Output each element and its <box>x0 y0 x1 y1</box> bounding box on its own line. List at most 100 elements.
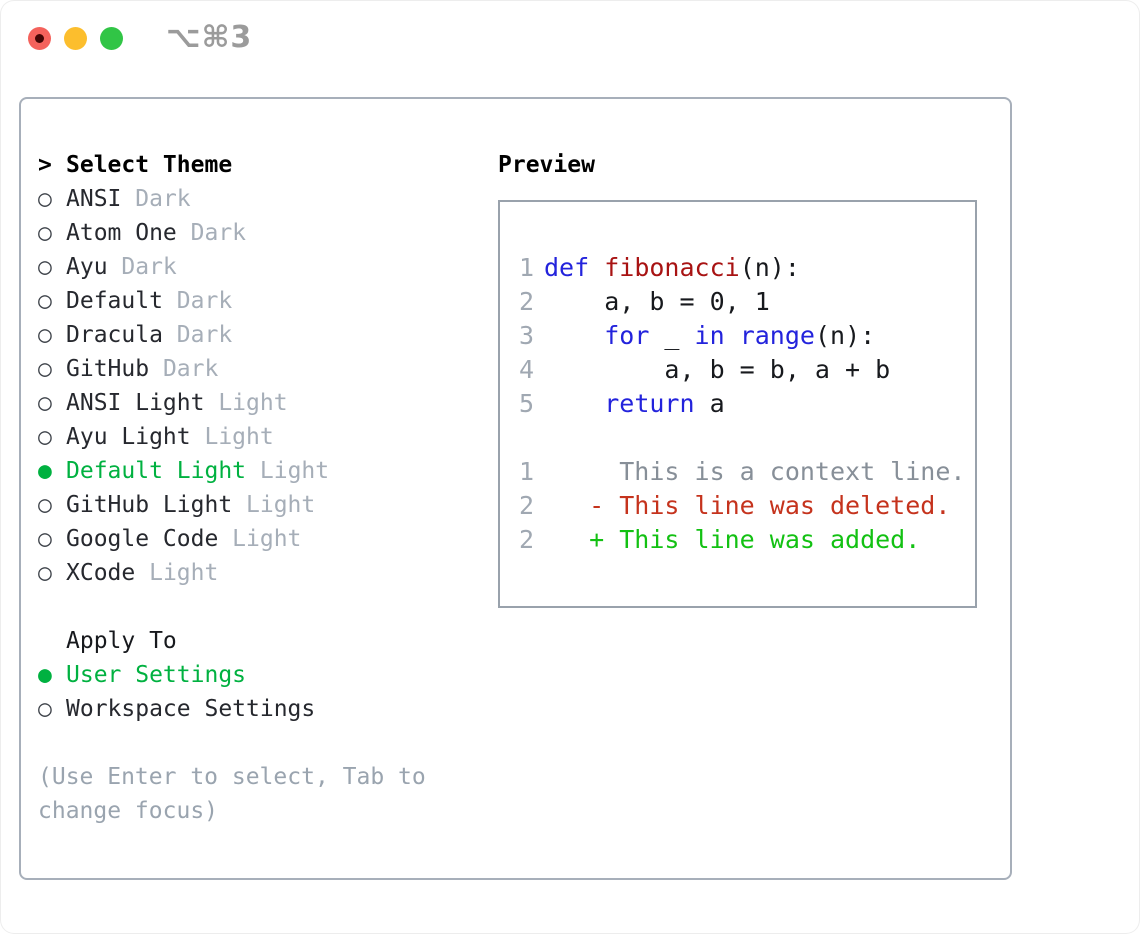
select-theme-heading: Select Theme <box>66 152 233 178</box>
theme-option-ansi-light[interactable]: ○ ANSI Light Light <box>38 386 493 420</box>
minimize-button[interactable] <box>64 27 87 50</box>
theme-name: Ayu Light <box>66 424 205 450</box>
line-number: 5 <box>519 388 535 418</box>
window-titlebar: ⌥⌘3 <box>0 0 1140 76</box>
radio-icon: ○ <box>38 220 52 246</box>
theme-option-default-light[interactable]: ● Default Light Light <box>38 454 493 488</box>
preview-line: 3 for _ in range(n): <box>519 318 975 352</box>
code-segment-del: - This line was deleted. <box>544 490 951 520</box>
theme-variant: Light <box>204 424 274 450</box>
theme-name: Dracula <box>66 322 177 348</box>
radio-icon: ○ <box>38 322 52 348</box>
code-segment-p: (n): <box>739 252 800 282</box>
preview-line: 2 + This line was added. <box>519 522 975 556</box>
theme-option-ayu[interactable]: ○ Ayu Dark <box>38 250 493 284</box>
radio-icon: ○ <box>38 254 52 280</box>
apply-option-workspace-settings[interactable]: ○ Workspace Settings <box>38 692 493 726</box>
radio-icon: ○ <box>38 186 52 212</box>
theme-variant: Light <box>232 526 302 552</box>
line-number: 3 <box>519 320 535 350</box>
theme-option-label: XCode Light <box>66 560 218 586</box>
theme-option-default[interactable]: ○Default Dark <box>38 284 493 318</box>
zoom-button[interactable] <box>100 27 123 50</box>
code-segment-ctx: This is a context line. <box>544 456 966 486</box>
preview-line <box>519 420 975 454</box>
code-segment-kw: in <box>694 320 725 350</box>
theme-option-dracula[interactable]: ○ Dracula Dark <box>38 318 493 352</box>
radio-icon: ○ <box>38 356 52 382</box>
close-dot-icon <box>35 34 44 43</box>
selected-radio-icon: ● <box>38 458 52 484</box>
theme-option-label: ANSI Light Light <box>66 390 288 416</box>
preview-line: 2 a, b = 0, 1 <box>519 284 975 318</box>
theme-name: Default Light <box>66 458 260 484</box>
theme-option-ayu-light[interactable]: ○ Ayu Light Light <box>38 420 493 454</box>
theme-variant: Dark <box>135 186 191 212</box>
theme-option-label: GitHub Light Light <box>66 492 315 518</box>
theme-option-google-code[interactable]: ○ Google Code Light <box>38 522 493 556</box>
spacer <box>38 726 493 760</box>
theme-variant: Light <box>218 390 288 416</box>
code-segment-p: (n): <box>814 320 876 350</box>
theme-option-label: Ayu Dark <box>66 254 177 280</box>
theme-option-label: Atom One Dark <box>66 220 246 246</box>
theme-name: Atom One <box>66 220 191 246</box>
apply-option-label: Workspace Settings <box>66 696 316 722</box>
code-segment-fn: fibonacci <box>604 252 740 282</box>
theme-selector-panel: > Select Theme ○ANSI Dark○Atom One Dark○… <box>19 97 1012 880</box>
theme-option-ansi[interactable]: ○ANSI Dark <box>38 182 493 216</box>
line-number: 2 <box>519 524 535 554</box>
apply-to-heading-row: Apply To <box>38 624 493 658</box>
preview-line: 4 a, b = b, a + b <box>519 352 975 386</box>
line-number: 4 <box>519 354 535 384</box>
select-theme-heading-row: > Select Theme <box>38 148 493 182</box>
spacer <box>38 590 493 624</box>
theme-option-atom-one[interactable]: ○ Atom One Dark <box>38 216 493 250</box>
radio-icon: ○ <box>38 560 52 586</box>
theme-variant: Dark <box>190 220 247 246</box>
theme-variant: Light <box>246 492 316 518</box>
theme-option-github[interactable]: ○GitHub Dark <box>38 352 493 386</box>
radio-icon: ○ <box>38 526 52 552</box>
code-segment-p <box>725 321 740 350</box>
hint-line-1: (Use Enter to select, Tab to <box>38 764 426 790</box>
radio-icon: ○ <box>38 696 52 722</box>
radio-icon: ○ <box>38 390 52 416</box>
focus-prompt-icon: > <box>38 152 52 178</box>
code-segment-p <box>544 389 604 418</box>
theme-variant: Dark <box>176 322 233 348</box>
preview-line: 2 - This line was deleted. <box>519 488 975 522</box>
radio-icon: ○ <box>38 288 52 314</box>
preview-line: 1 This is a context line. <box>519 454 975 488</box>
radio-icon: ○ <box>38 424 52 450</box>
apply-to-heading: Apply To <box>66 628 177 654</box>
theme-option-github-light[interactable]: ○GitHub Light Light <box>38 488 493 522</box>
theme-variant: Light <box>259 458 330 484</box>
code-segment-p: a <box>694 388 725 418</box>
code-segment-p: a, b = b, a + b <box>544 354 891 384</box>
theme-option-xcode[interactable]: ○ XCode Light <box>38 556 493 590</box>
theme-name: GitHub <box>66 356 163 382</box>
apply-options-list: ●User Settings ○ Workspace Settings <box>38 658 493 726</box>
theme-name: ANSI Light <box>66 390 219 416</box>
apply-option-user-settings[interactable]: ●User Settings <box>38 658 493 692</box>
hint-text: (Use Enter to select, Tab to change focu… <box>38 760 493 828</box>
apply-option-label: User Settings <box>66 662 247 688</box>
close-button[interactable] <box>28 27 51 50</box>
theme-name: GitHub Light <box>66 492 247 518</box>
theme-name: XCode <box>66 560 150 586</box>
theme-option-label: Dracula Dark <box>66 322 232 348</box>
theme-option-label: Google Code Light <box>66 526 301 552</box>
hotkey-label: ⌥⌘3 <box>166 20 253 55</box>
code-segment-p: a, b = 0, 1 <box>544 286 770 316</box>
theme-option-label: Ayu Light Light <box>66 424 274 450</box>
theme-variant: Light <box>149 560 219 586</box>
code-segment-add: + This line was added. <box>544 524 921 554</box>
code-segment-kw: def <box>544 252 590 282</box>
code-segment-p <box>544 321 604 350</box>
